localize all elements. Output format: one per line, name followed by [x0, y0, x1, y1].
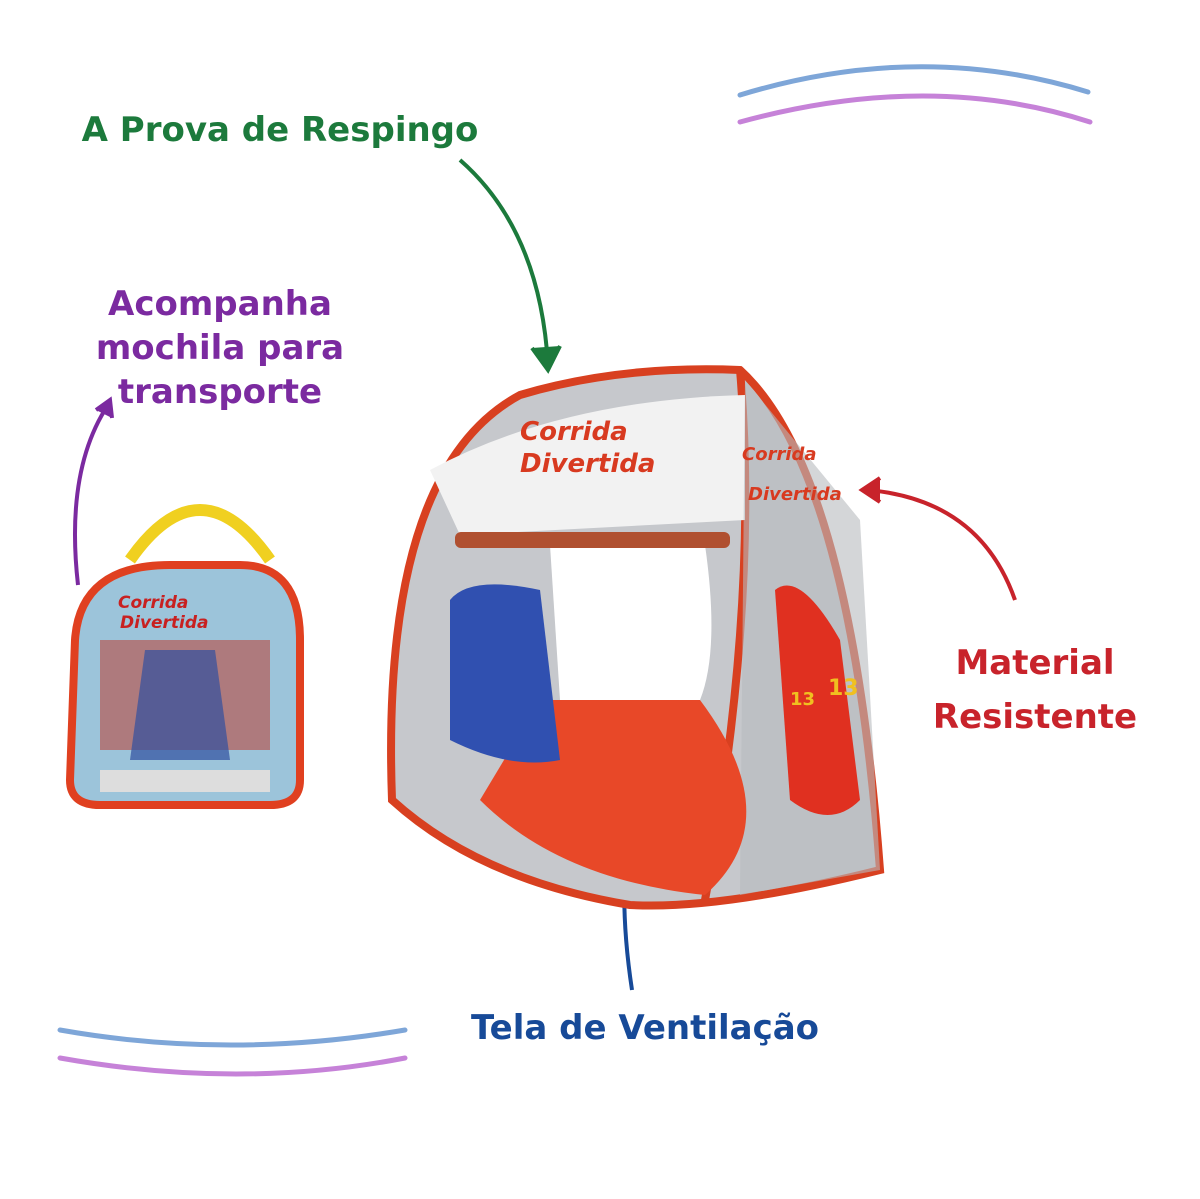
car-number-side: 13 [790, 689, 815, 710]
decorative-swoosh-bottom [57, 1027, 408, 1077]
tent-title-line1: Corrida [520, 417, 628, 447]
arrow-backpack [73, 396, 114, 586]
callout-backpack-line1: Acompanha [108, 284, 332, 324]
callout-backpack-line2: mochila para [95, 328, 345, 368]
tent-title-line2: Divertida [520, 449, 655, 479]
bag-title-line1: Corrida [118, 593, 188, 613]
tent-side-title-line1: Corrida [742, 444, 817, 465]
arrow-splash [458, 158, 562, 374]
backpack-image: Corrida Divertida [65, 504, 304, 809]
arrow-material [858, 476, 1017, 601]
tent-side-title-line2: Divertida [748, 484, 842, 505]
callout-backpack: Acompanha mochila para transporte [60, 282, 380, 414]
callout-splash-proof: A Prova de Respingo [81, 110, 479, 150]
bag-title-line2: Divertida [120, 613, 209, 633]
decorative-swoosh-top [737, 64, 1093, 125]
callout-ventilation: Tela de Ventilação [470, 1008, 820, 1048]
callout-material-line2: Resistente [932, 697, 1138, 737]
tent-image: Corrida Divertida Corrida Divertida 13 1… [387, 365, 885, 910]
callout-material: Material Resistente [910, 636, 1160, 744]
car-number: 13 [828, 676, 859, 701]
callout-material-line1: Material [955, 643, 1115, 683]
callout-backpack-line3: transporte [117, 372, 323, 412]
